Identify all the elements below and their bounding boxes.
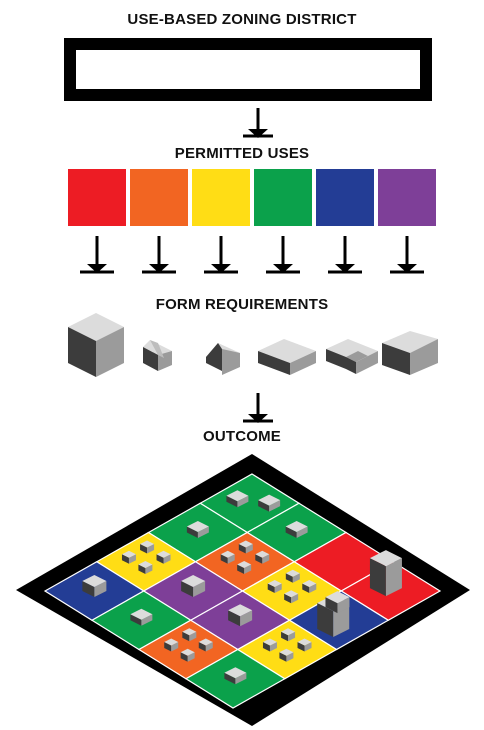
down-arrow-icon [204, 236, 238, 274]
form-icons-row [68, 313, 438, 377]
house-building-icon [156, 550, 171, 564]
down-arrow-icon [328, 236, 362, 274]
outcome-label: OUTCOME [202, 428, 282, 445]
low-slab-building-icon [186, 521, 209, 538]
tower-building-icon [369, 550, 402, 597]
tall-block-icon [68, 313, 124, 377]
house-building-icon [279, 648, 294, 662]
house-building-icon [121, 550, 136, 564]
house-building-icon [297, 638, 312, 652]
house-building-icon [182, 628, 197, 642]
form-requirements-label: FORM REQUIREMENTS [155, 296, 329, 313]
use-swatch-orange [130, 169, 188, 226]
l-shaped-block-icon [326, 339, 378, 374]
house-building-icon [238, 540, 253, 554]
mid-block-building-icon [82, 575, 107, 597]
house-building-icon [255, 550, 270, 564]
page-title: USE-BASED ZONING DISTRICT [127, 11, 357, 28]
house-building-icon [140, 540, 155, 554]
low-slab-building-icon [130, 608, 153, 626]
house-building-icon [198, 638, 213, 652]
low-slab-building-icon [224, 667, 247, 685]
down-arrow-icon [390, 236, 424, 274]
zoning-district-box [64, 38, 432, 101]
low-slab-building-icon [226, 490, 249, 508]
ridge-roof-small-icon [143, 340, 172, 371]
down-arrow-icon [243, 393, 273, 423]
gable-roof-small-icon [206, 343, 240, 375]
house-building-icon [138, 561, 153, 575]
mid-block-building-icon [181, 575, 206, 597]
down-arrow-icon [243, 108, 273, 138]
use-swatch-red [68, 169, 126, 226]
use-swatch-blue [316, 169, 374, 226]
down-arrow-icon [142, 236, 176, 274]
house-building-icon [284, 590, 299, 604]
use-swatch-purple [378, 169, 436, 226]
house-building-icon [164, 638, 179, 652]
house-building-icon [180, 648, 195, 662]
permitted-uses-label: PERMITTED USES [174, 145, 310, 162]
house-building-icon [302, 580, 317, 594]
shed-roof-block-icon [382, 331, 438, 375]
house-building-icon [267, 580, 282, 594]
mid-block-building-icon [228, 604, 253, 627]
low-slab-building-icon [258, 494, 281, 512]
house-building-icon [262, 638, 277, 652]
house-building-icon [281, 628, 296, 642]
house-building-icon [237, 561, 252, 575]
use-swatch-yellow [192, 169, 250, 226]
flat-slab-icon [258, 339, 316, 375]
outcome-map [16, 454, 470, 726]
down-arrow-icon [80, 236, 114, 274]
house-building-icon [220, 550, 235, 564]
mid-block-building-icon [325, 591, 350, 614]
house-building-icon [285, 569, 300, 583]
low-slab-building-icon [285, 521, 308, 538]
use-swatch-green [254, 169, 312, 226]
down-arrow-icon [266, 236, 300, 274]
